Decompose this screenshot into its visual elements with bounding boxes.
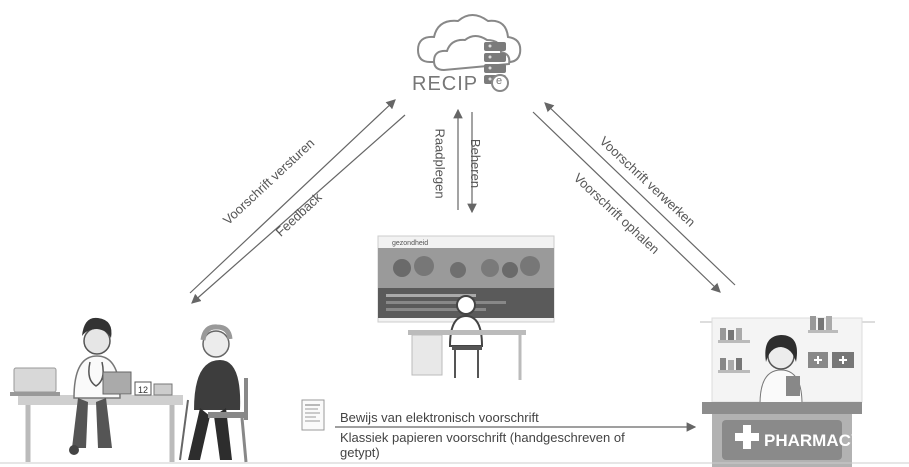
website-brand: gezondheid <box>392 240 428 247</box>
svg-text:12: 12 <box>138 385 148 395</box>
label-consult: Raadplegen <box>432 128 448 199</box>
arrow-fetch-prescription <box>532 111 721 293</box>
label-paper-prescription-line1: Klassiek papieren voorschrift (handgesch… <box>340 430 625 445</box>
recipe-logo-text: RECIP <box>412 73 479 95</box>
arrow-send-prescription <box>189 99 396 294</box>
arrow-feedback <box>191 114 406 304</box>
paper-prescription-icon <box>301 399 325 431</box>
label-manage: Beheren <box>468 138 484 189</box>
arrow-process-prescription <box>544 102 736 286</box>
patient-at-desk-icon <box>408 295 526 380</box>
label-paper-prescription-line2: getypt) <box>340 445 380 460</box>
pharmacy-sign: PHARMACY <box>764 431 863 450</box>
recipe-badge-icon <box>491 74 509 92</box>
doctor-consultation-icon: 12 <box>10 317 248 463</box>
pharmacy-icon <box>700 316 875 467</box>
label-electronic-proof: Bewijs van elektronisch voorschrift <box>340 410 539 425</box>
recipe-logo-badge: e <box>496 75 503 87</box>
